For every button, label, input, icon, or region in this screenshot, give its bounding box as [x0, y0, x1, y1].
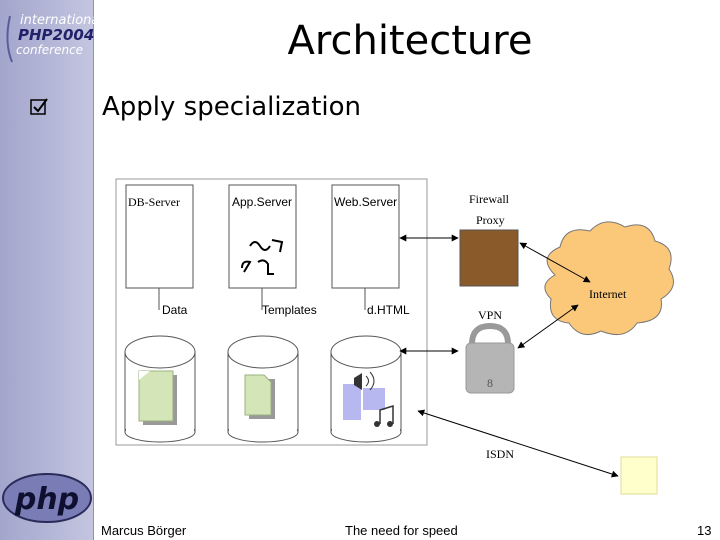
app-server-label: App.Server: [232, 195, 293, 209]
svg-text:8: 8: [487, 376, 493, 390]
logo-line-1: international: [20, 13, 94, 28]
bullet-text: Apply specialization: [102, 92, 361, 122]
proxy-internet-arrow: [519, 242, 591, 283]
proxy-box: [459, 229, 519, 287]
data-label: Data: [162, 303, 188, 317]
web-server-label: Web.Server: [334, 195, 398, 209]
app-server-tools-icon: [241, 239, 284, 275]
php-logo-text: php: [14, 482, 79, 517]
logo-line-2: PHP2004: [18, 26, 94, 44]
isdn-label: ISDN: [486, 447, 515, 461]
footer-author: Marcus Börger: [101, 523, 187, 538]
vpn-label: VPN: [478, 308, 503, 322]
templates-label: Templates: [262, 303, 317, 317]
data-document-icon: [138, 370, 177, 425]
firewall-label: Firewall: [469, 192, 509, 206]
logo-line-3: conference: [16, 43, 83, 57]
isdn-box: [620, 456, 658, 495]
vpn-internet-arrow: [517, 304, 579, 349]
isdn-arrow: [417, 409, 619, 478]
dhtml-label: d.HTML: [367, 303, 410, 317]
db-server-box: [125, 184, 194, 289]
conference-logo: international PHP2004 conference: [6, 13, 94, 63]
php-logo: php: [2, 473, 92, 523]
footer-center: The need for speed: [345, 523, 458, 538]
sidebar: international PHP2004 conference php: [0, 0, 94, 540]
internet-cloud: [544, 221, 674, 336]
internet-label: Internet: [589, 287, 627, 301]
lock-icon: 8: [465, 322, 515, 394]
slide-title: Architecture: [287, 18, 533, 64]
templates-document-icon: [244, 374, 275, 419]
dhtml-media-icon: [343, 371, 394, 427]
page-number: 13: [697, 523, 712, 538]
db-server-label: DB-Server: [128, 195, 180, 209]
proxy-label: Proxy: [476, 213, 505, 227]
checkbox-checked-icon: [30, 98, 48, 115]
